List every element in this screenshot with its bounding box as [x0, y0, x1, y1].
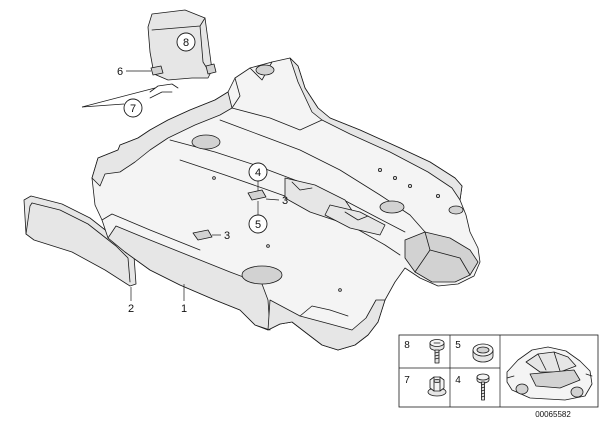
callout-label: 5: [255, 219, 261, 231]
callout-3-lower: 3: [212, 230, 230, 242]
side-panel-part-2: [23, 195, 137, 287]
callout-label: 6: [117, 66, 123, 78]
parts-legend-box: 8 5 7: [398, 334, 599, 408]
legend-label: 4: [455, 375, 461, 386]
leader-line: [81, 103, 125, 108]
fastener-part-3-upper: [247, 189, 267, 201]
nut-icon: [427, 376, 447, 397]
callout-label: 8: [183, 37, 189, 49]
car-icon: [506, 346, 593, 401]
callout-label: 2: [128, 303, 134, 315]
legend-item-7: 7: [404, 375, 447, 397]
callout-8: 8: [176, 32, 196, 52]
legend-item-4: 4: [455, 373, 490, 401]
callout-6: 6: [117, 66, 151, 78]
callout-circle: [123, 98, 143, 118]
callout-5: 5: [248, 201, 268, 234]
callout-label: 3: [282, 195, 288, 207]
screw-icon: [429, 339, 445, 364]
legend-item-5: 5: [455, 340, 494, 363]
callout-2: 2: [128, 287, 134, 315]
callout-label: 4: [255, 167, 261, 179]
floor-carpet-part-1: [91, 57, 481, 351]
legend-item-8: 8: [404, 339, 445, 364]
callout-circle: [176, 32, 196, 52]
screw-icon: [476, 373, 490, 401]
legend-label: 5: [455, 340, 461, 351]
callout-1: 1: [181, 284, 187, 315]
legend-label: 8: [404, 340, 410, 351]
legend-label: 7: [404, 375, 410, 386]
callout-3-upper: 3: [265, 195, 288, 207]
grommet-icon: [472, 343, 494, 363]
callout-label: 3: [224, 230, 230, 242]
callout-circle: [248, 214, 268, 234]
callout-label: 7: [130, 103, 136, 115]
leader-line: [265, 198, 280, 201]
diagram-number: 00065582: [535, 410, 571, 419]
callout-circle: [248, 162, 268, 182]
callout-7: 7: [81, 87, 156, 118]
bracket-part-7: [149, 83, 179, 99]
callout-4: 4: [248, 162, 268, 191]
callout-label: 1: [181, 303, 187, 315]
leader-line: [81, 87, 156, 108]
fastener-part-3-lower: [192, 229, 213, 241]
clip-part-6: [150, 65, 164, 76]
